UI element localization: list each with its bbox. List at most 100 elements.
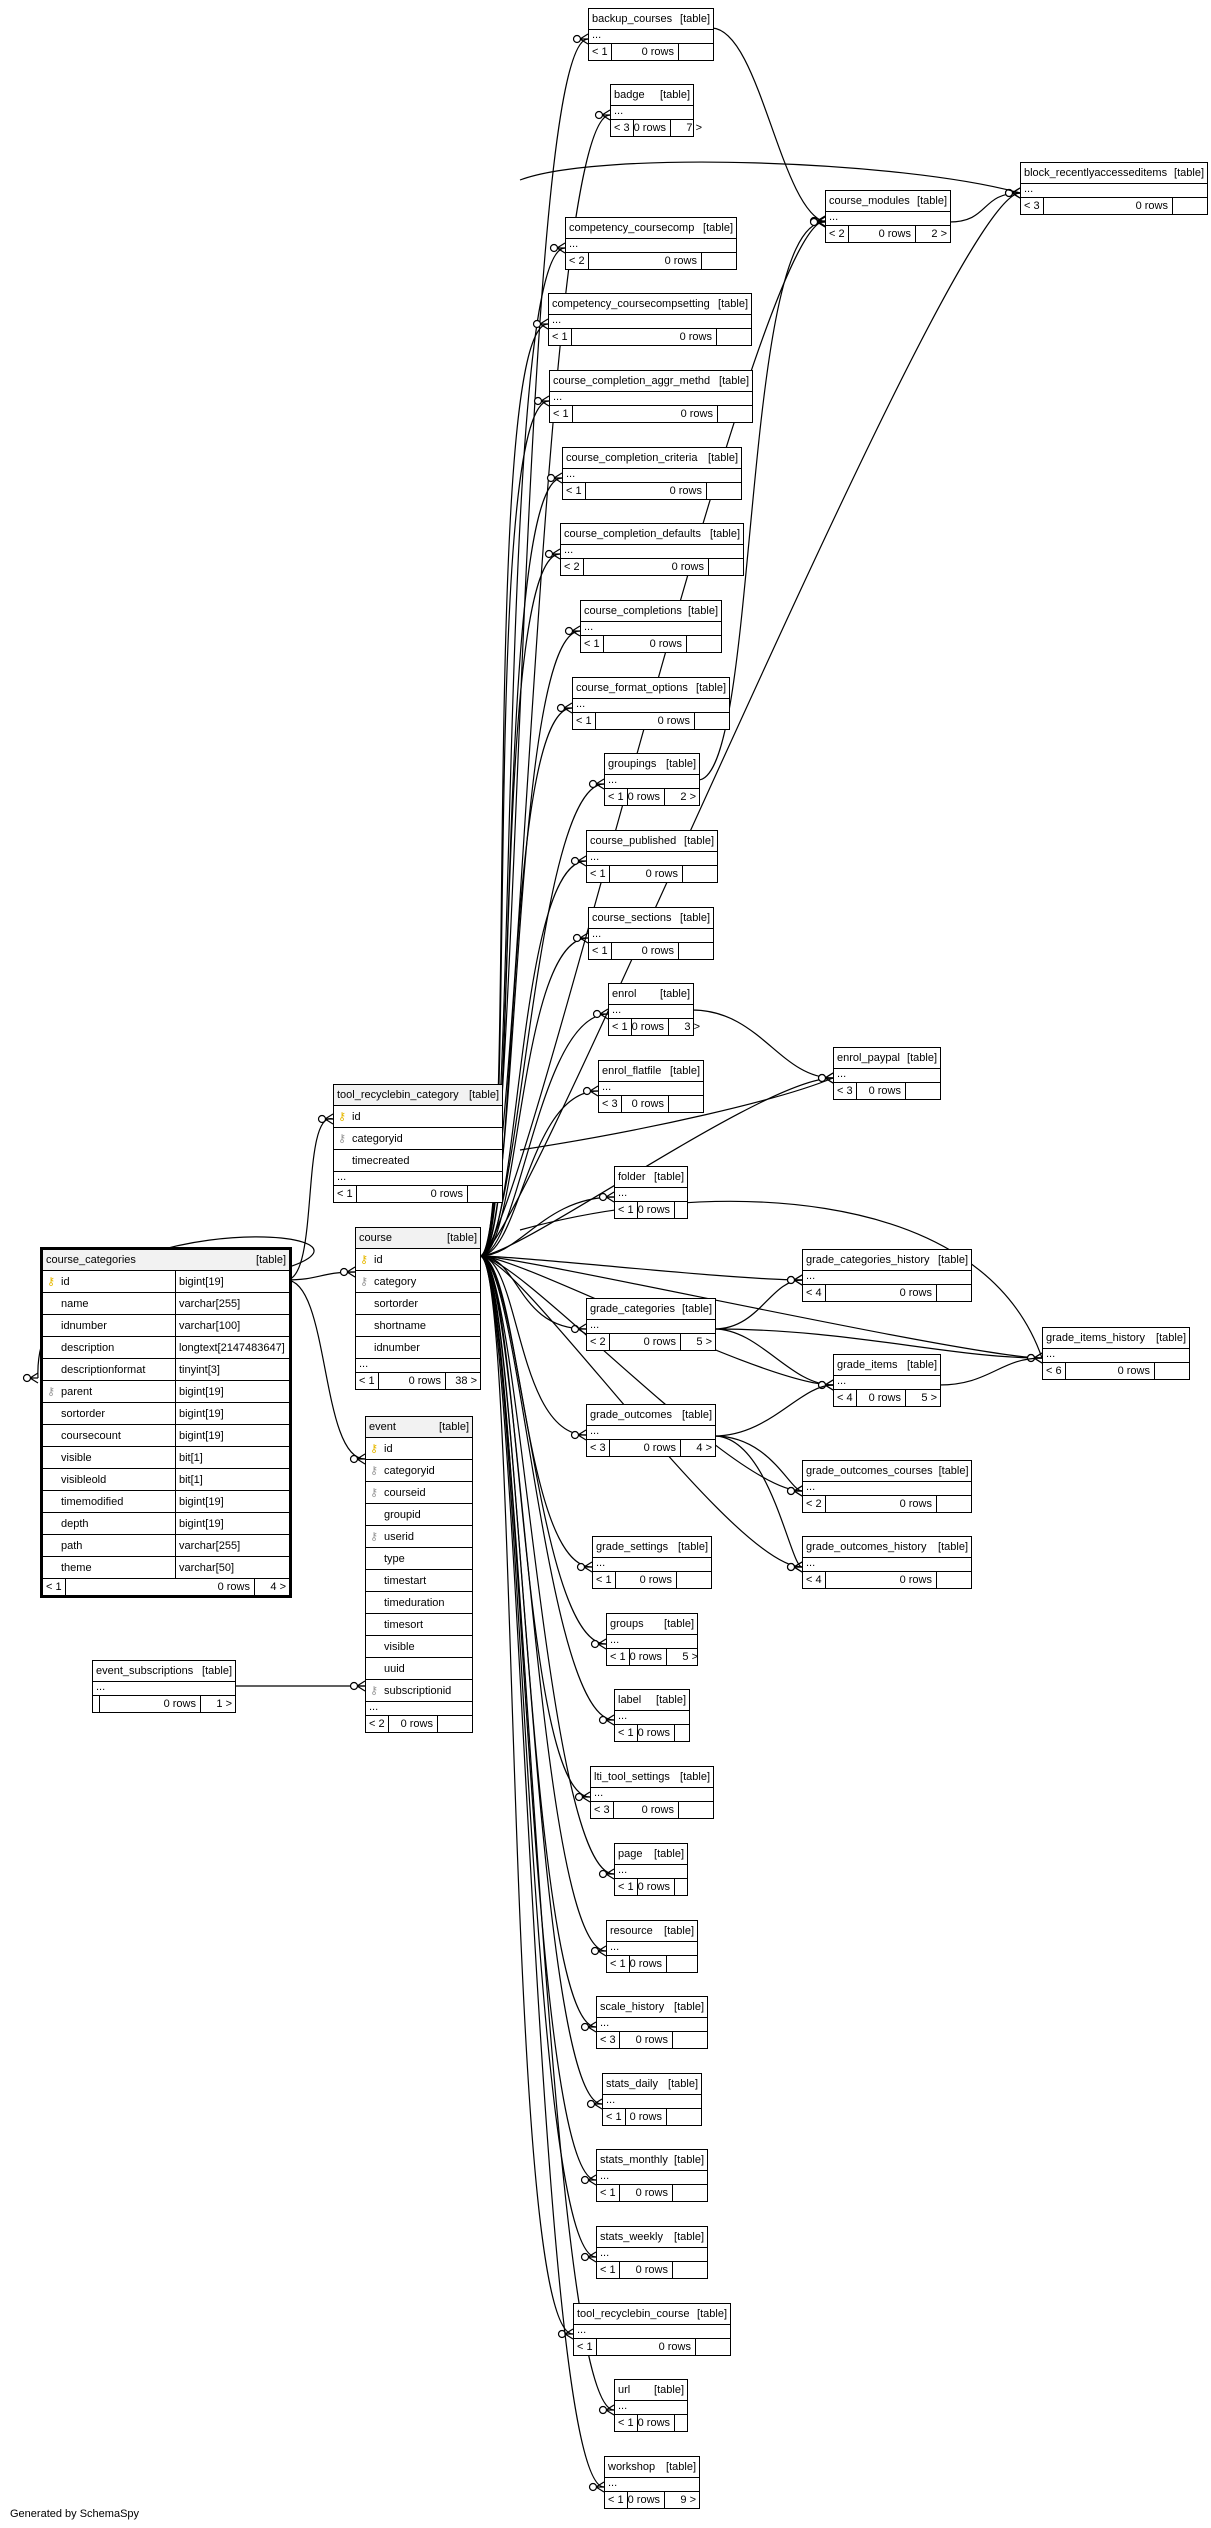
parent-count: < 1 (618, 1881, 634, 1893)
column-row[interactable]: ⚷userid (366, 1526, 472, 1548)
column-name: userid (384, 1530, 414, 1543)
column-row[interactable]: groupid (366, 1504, 472, 1526)
child-count (676, 1572, 711, 1588)
column-row[interactable]: ⚷id (366, 1438, 472, 1460)
column-row[interactable]: ⚷id (356, 1249, 480, 1271)
edge-go-goc (713, 1435, 803, 1492)
parent-count: < 1 (584, 638, 600, 650)
parent-count: < 3 (614, 122, 630, 134)
table-tool-recyclebin-category[interactable]: tool_recyclebin_category[table]⚷id⚷categ… (333, 1084, 503, 1203)
column-row[interactable]: ⚷id (334, 1106, 502, 1128)
table-block-recent[interactable]: block_recentlyaccesseditems[table]...< 3… (1020, 162, 1208, 215)
column-row[interactable]: timecreated (334, 1150, 502, 1172)
column-row[interactable]: type (366, 1548, 472, 1570)
column-name: sortorder (61, 1407, 106, 1420)
edge-go-goh (713, 1435, 803, 1568)
row-count: 0 rows (587, 253, 701, 269)
column-row[interactable]: idnumber (356, 1337, 480, 1359)
table-name: tool_recyclebin_category (337, 1089, 459, 1101)
column-row[interactable]: ⚷courseid (366, 1482, 472, 1504)
column-row[interactable]: sortorder (356, 1293, 480, 1315)
table-name: scale_history (600, 2001, 665, 2013)
table-course-completion-aggr-methd[interactable]: course_completion_aggr_methd[table]...< … (549, 370, 753, 423)
table-header: folder[table] (615, 1167, 687, 1188)
table-type-tag: [table] (688, 605, 718, 617)
table-name: groups (610, 1618, 644, 1630)
column-row[interactable]: ⚷category (356, 1271, 480, 1293)
column-row[interactable]: ⚷subscriptionid (366, 1680, 472, 1702)
column-row[interactable]: visible (366, 1636, 472, 1658)
row-count: 0 rows (608, 1440, 680, 1456)
row-count: 0 rows (99, 1696, 200, 1712)
column-row[interactable]: timeduration (366, 1592, 472, 1614)
column-row[interactable]: ⚷categoryid (366, 1460, 472, 1482)
table-competency-coursecompsetting[interactable]: competency_coursecompsetting[table]...< … (548, 293, 752, 346)
column-row[interactable]: uuid (366, 1658, 472, 1680)
column-row[interactable]: shortname (356, 1315, 480, 1337)
column-row[interactable]: timestart (366, 1570, 472, 1592)
edge-course-stats-monthly (479, 1255, 597, 2181)
column-row[interactable]: timesort (366, 1614, 472, 1636)
edge-course-stats-daily (479, 1255, 603, 2105)
optional-marker (590, 1639, 600, 1649)
more-columns-ellipsis: ... (587, 852, 717, 866)
column-row[interactable]: ⚷categoryid (334, 1128, 502, 1150)
optional-marker (786, 1275, 796, 1285)
